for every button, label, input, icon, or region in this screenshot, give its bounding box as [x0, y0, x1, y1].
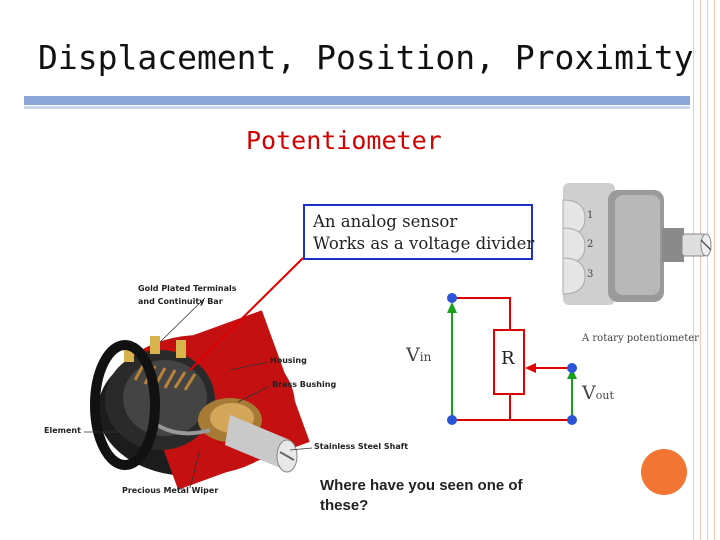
rotary-pin-3: 3: [587, 269, 594, 280]
potentiometer-cutaway-illustration: [90, 310, 310, 490]
frame-line: [714, 0, 715, 540]
info-line-2: Works as a voltage divider: [313, 234, 535, 253]
cutaway-leader-lines: [84, 297, 313, 489]
accent-dot: [641, 449, 687, 495]
frame-line: [693, 0, 694, 540]
circuit-vin-label: Vin: [406, 344, 432, 366]
rotary-pin-1: 1: [587, 210, 594, 221]
voltage-divider-circuit: [447, 293, 577, 425]
info-line-1: An analog sensor: [313, 212, 458, 231]
frame-line: [700, 0, 701, 540]
question-text: Where have you seen one of these?: [320, 477, 523, 514]
slide-subtitle: Potentiometer: [246, 126, 442, 155]
label-housing: Housing: [270, 356, 307, 365]
rotary-pin-2: 2: [587, 239, 594, 250]
title-underline: [24, 96, 690, 105]
frame-line: [707, 0, 708, 540]
label-terminals-2: and Continuity Bar: [138, 297, 223, 306]
slide-title: Displacement, Position, Proximity: [38, 38, 694, 77]
label-terminals-1: Gold Plated Terminals: [138, 284, 237, 293]
rotary-caption: A rotary potentiometer: [582, 333, 699, 344]
info-pointer-line: [189, 257, 304, 371]
label-bushing: Brass Bushing: [272, 380, 337, 389]
circuit-resistor-label: R: [501, 348, 515, 369]
info-box: An analog sensor Works as a voltage divi…: [303, 204, 535, 260]
label-element: Element: [44, 426, 81, 435]
label-shaft: Stainless Steel Shaft: [314, 442, 409, 451]
rotary-potentiometer-photo: [562, 183, 712, 305]
label-wiper: Precious Metal Wiper: [122, 486, 219, 495]
title-underline-shadow: [24, 106, 690, 109]
circuit-vout-label: Vout: [582, 382, 614, 404]
